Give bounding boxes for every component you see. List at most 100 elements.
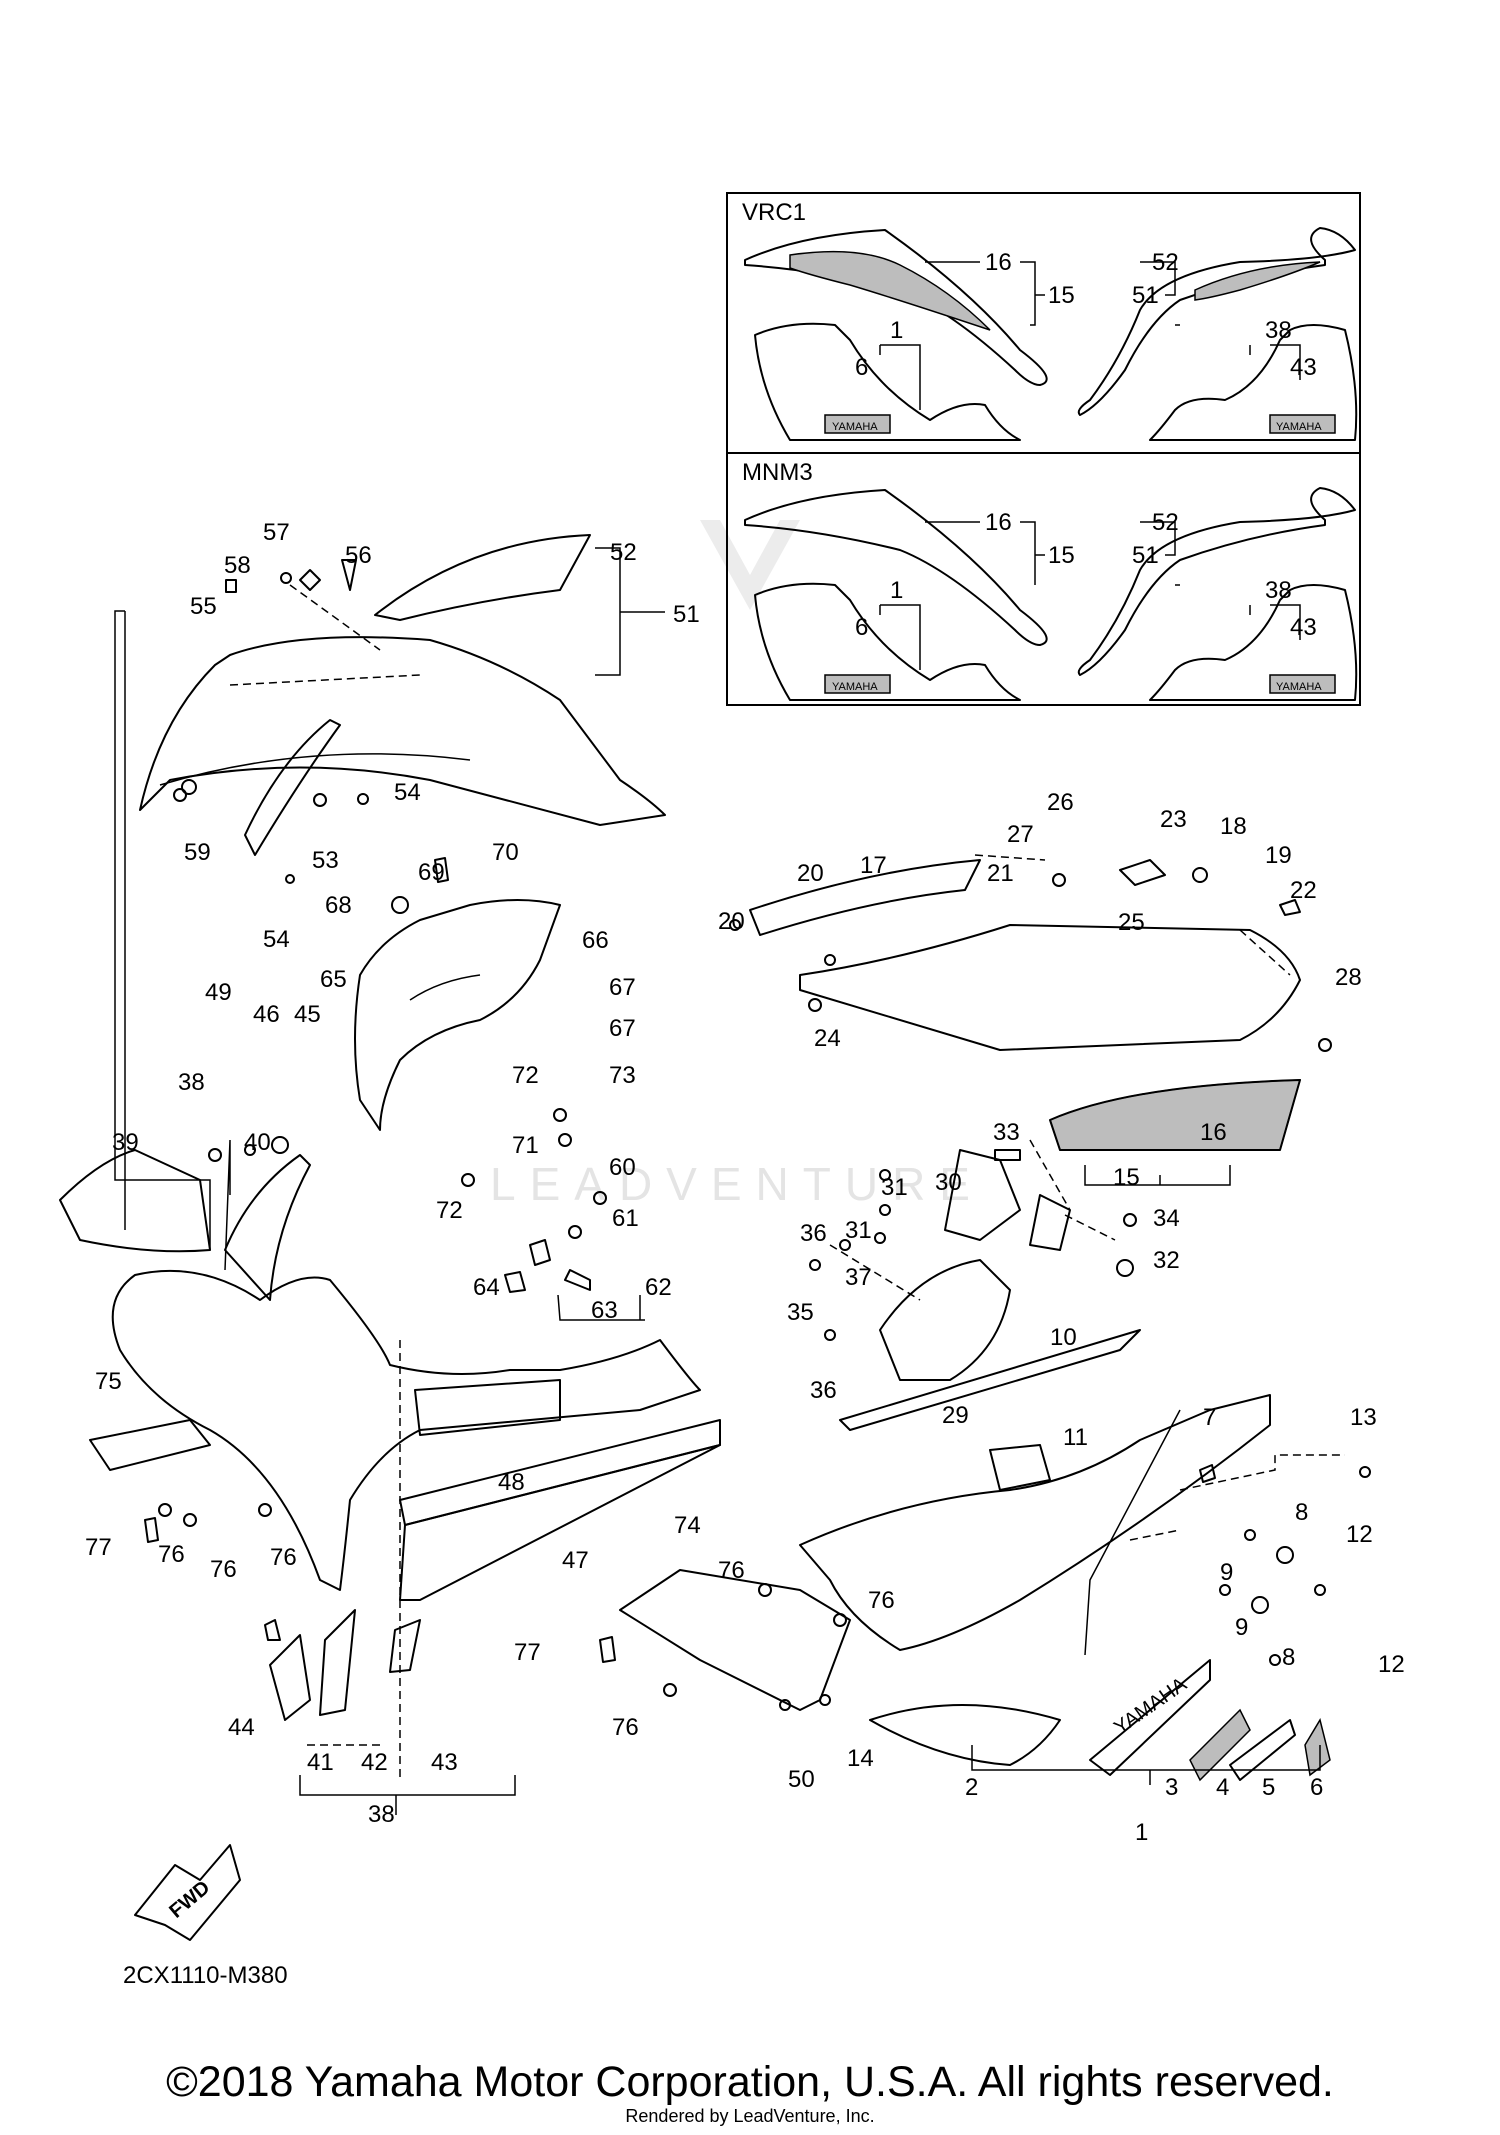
inset-callout-6: 6 — [855, 354, 868, 381]
callout-9: 9 — [1235, 1614, 1248, 1641]
callout-53: 53 — [312, 847, 339, 874]
callout-31: 31 — [845, 1217, 872, 1244]
callout-35: 35 — [787, 1299, 814, 1326]
callout-71: 71 — [512, 1132, 539, 1159]
callout-67: 67 — [609, 1015, 636, 1042]
inset-box-mnm3: MNM3 YAMAHA YAMAHA 16 15 51 52 1 6 38 43 — [726, 452, 1361, 706]
callout-17: 17 — [860, 852, 887, 879]
callout-40: 40 — [244, 1129, 271, 1156]
callout-50: 50 — [788, 1766, 815, 1793]
callout-37: 37 — [845, 1264, 872, 1291]
callout-5: 5 — [1262, 1774, 1275, 1801]
callout-74: 74 — [674, 1512, 701, 1539]
callout-76: 76 — [718, 1557, 745, 1584]
callout-59: 59 — [184, 839, 211, 866]
callout-47: 47 — [562, 1547, 589, 1574]
watermark-text: LEADVENTURE — [490, 1158, 984, 1210]
callout-9: 9 — [1220, 1559, 1233, 1586]
callout-29: 29 — [942, 1402, 969, 1429]
callout-10: 10 — [1050, 1324, 1077, 1351]
callout-11: 11 — [1063, 1424, 1088, 1451]
inset-callout-51: 51 — [1132, 542, 1159, 569]
callout-45: 45 — [294, 1001, 321, 1028]
leader-lines — [114, 547, 1321, 1815]
callout-76: 76 — [270, 1544, 297, 1571]
inset-callout-1: 1 — [890, 317, 903, 344]
callout-77: 77 — [514, 1639, 541, 1666]
callout-36: 36 — [800, 1220, 827, 1247]
callout-39: 39 — [112, 1129, 139, 1156]
callout-32: 32 — [1153, 1247, 1180, 1274]
callout-69: 69 — [418, 859, 445, 886]
inset-box-vrc1: VRC1 YAMAHA YAMAHA 16 15 51 52 1 6 38 43 — [726, 192, 1361, 454]
inset-callout-52: 52 — [1152, 509, 1179, 536]
callout-46: 46 — [253, 1001, 280, 1028]
callout-76: 76 — [612, 1714, 639, 1741]
callout-30: 30 — [935, 1169, 962, 1196]
callout-1: 1 — [1135, 1819, 1148, 1846]
inset-callout-6: 6 — [855, 614, 868, 641]
inset-callout-16: 16 — [985, 249, 1012, 276]
callout-41: 41 — [307, 1749, 334, 1776]
callout-68: 68 — [325, 892, 352, 919]
inset-callout-38: 38 — [1265, 317, 1292, 344]
inset-callout-52: 52 — [1152, 249, 1179, 276]
callout-23: 23 — [1160, 806, 1187, 833]
callout-16: 16 — [1200, 1119, 1227, 1146]
front-undercowl-bracket — [619, 1569, 851, 1711]
callout-38: 38 — [368, 1801, 395, 1828]
callout-20: 20 — [718, 908, 745, 935]
inset-title-vrc1: VRC1 — [742, 199, 806, 226]
callout-8: 8 — [1295, 1499, 1308, 1526]
callout-54: 54 — [394, 779, 421, 806]
callout-28: 28 — [1335, 964, 1362, 991]
callout-27: 27 — [1007, 821, 1034, 848]
callout-61: 61 — [612, 1205, 639, 1232]
callout-62: 62 — [645, 1274, 672, 1301]
right-upper-fairing — [749, 859, 1302, 1151]
upper-cowling — [139, 534, 666, 856]
callout-21: 21 — [987, 860, 1014, 887]
callout-25: 25 — [1118, 909, 1145, 936]
leadventure-watermark: LEADVENTURE — [490, 520, 984, 1210]
inset-callout-15: 15 — [1048, 542, 1075, 569]
cowling-bracket-assembly — [354, 899, 561, 1131]
callout-13: 13 — [1350, 1404, 1377, 1431]
inset-logo-mnm3-left: YAMAHA — [832, 681, 878, 693]
callout-3: 3 — [1165, 1774, 1178, 1801]
callout-65: 65 — [320, 966, 347, 993]
callout-19: 19 — [1265, 842, 1292, 869]
callout-76: 76 — [210, 1556, 237, 1583]
callout-4: 4 — [1216, 1774, 1229, 1801]
callout-labels: 57 58 56 55 52 51 54 59 53 54 69 70 68 6… — [85, 519, 1405, 1846]
callout-20: 20 — [797, 860, 824, 887]
callout-48: 48 — [498, 1469, 525, 1496]
inset-callout-43: 43 — [1290, 614, 1317, 641]
inset-callout-51: 51 — [1132, 282, 1159, 309]
diagram-code: 2CX1110-M380 — [123, 1962, 288, 1989]
callout-31: 31 — [881, 1174, 908, 1201]
callout-38: 38 — [178, 1069, 205, 1096]
callout-7: 7 — [1203, 1404, 1216, 1431]
inset-callout-1: 1 — [890, 577, 903, 604]
callout-56: 56 — [345, 542, 372, 569]
callout-42: 42 — [361, 1749, 388, 1776]
callout-55: 55 — [190, 593, 217, 620]
callout-73: 73 — [609, 1062, 636, 1089]
callout-57: 57 — [263, 519, 290, 546]
callout-54: 54 — [263, 926, 290, 953]
callout-67: 67 — [609, 974, 636, 1001]
inset-callout-16: 16 — [985, 509, 1012, 536]
inset-logo-vrc1-left: YAMAHA — [832, 421, 878, 433]
inset-callout-43: 43 — [1290, 354, 1317, 381]
callout-77: 77 — [85, 1534, 112, 1561]
callout-2: 2 — [965, 1774, 978, 1801]
callout-60: 60 — [609, 1154, 636, 1181]
callout-18: 18 — [1220, 813, 1247, 840]
inset-callout-38: 38 — [1265, 577, 1292, 604]
fwd-arrow-icon: FWD — [134, 1844, 241, 1941]
callout-33: 33 — [993, 1119, 1020, 1146]
callout-63: 63 — [591, 1297, 618, 1324]
callout-8: 8 — [1282, 1644, 1295, 1671]
